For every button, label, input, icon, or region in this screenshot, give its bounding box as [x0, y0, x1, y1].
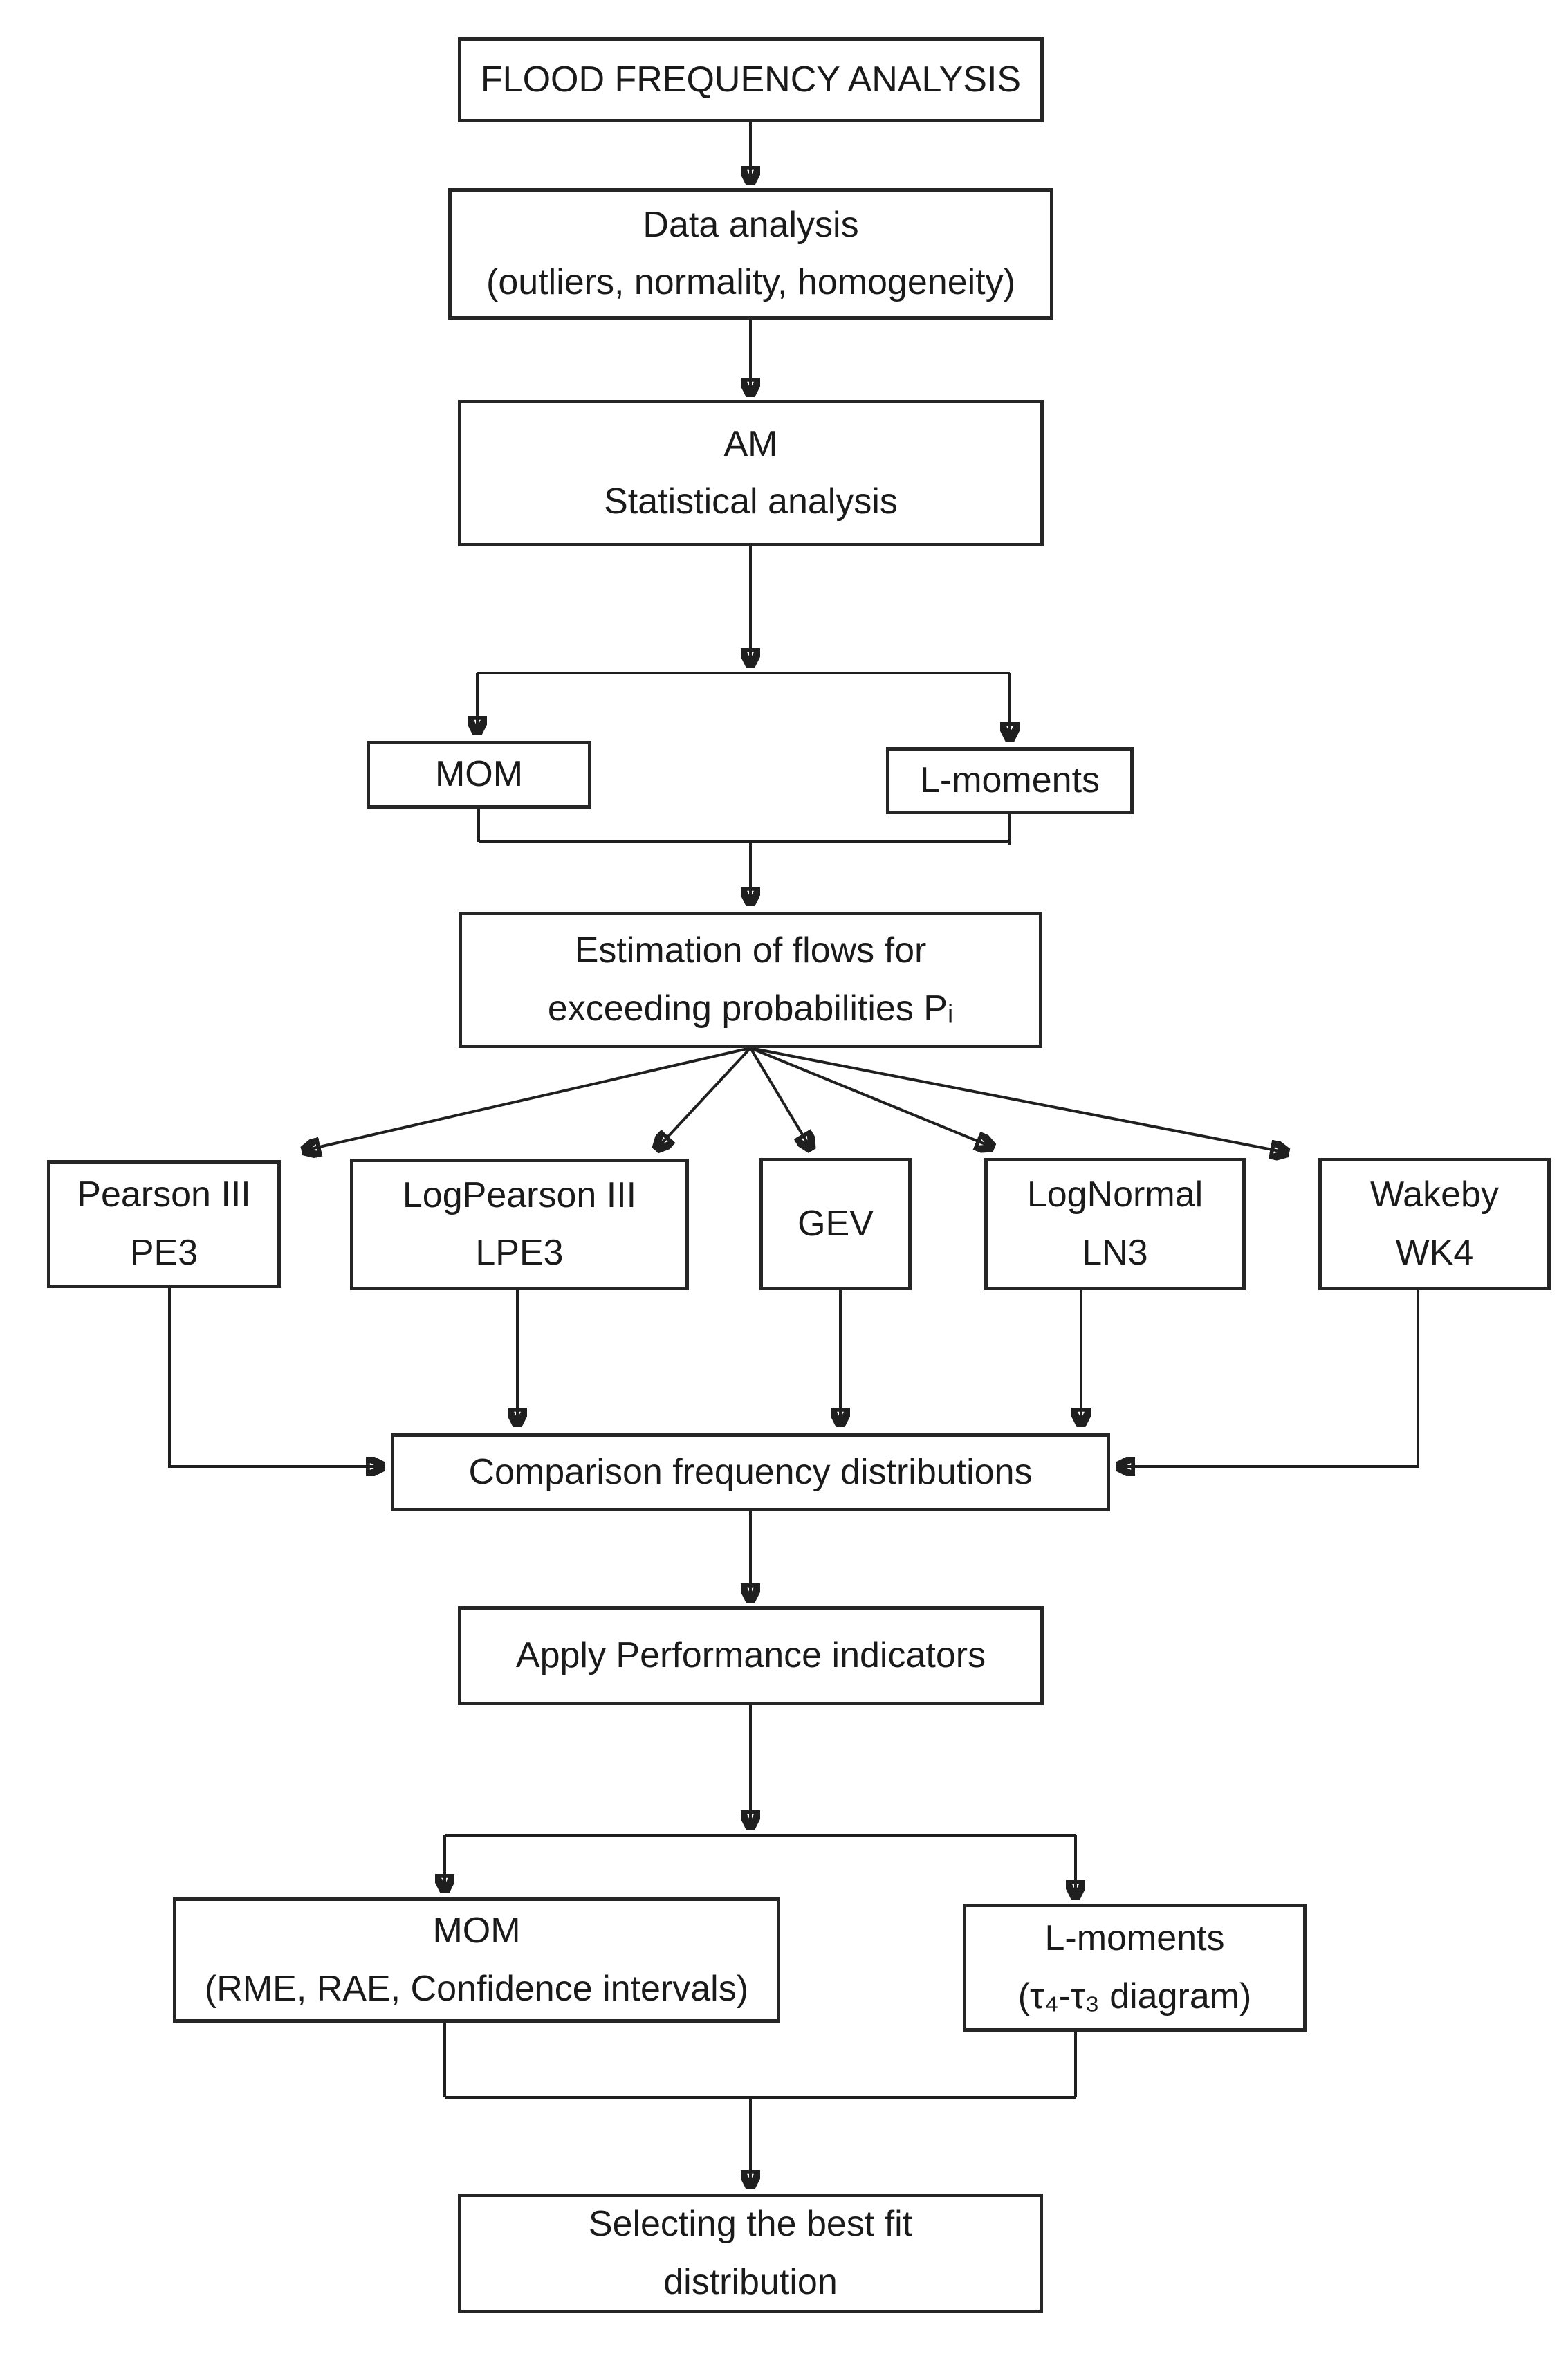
- node-selecting-best-fit: Selecting the best fit distribution: [458, 2194, 1043, 2313]
- node-label: LogNormal: [1026, 1175, 1203, 1215]
- connector-fan-to-ln3: [750, 1047, 992, 1147]
- node-comparison-frequency-distributions: Comparison frequency distributions: [391, 1433, 1110, 1511]
- node-wakeby-wk4: Wakeby WK4: [1318, 1158, 1551, 1290]
- node-label: Comparison frequency distributions: [468, 1451, 1033, 1492]
- node-pearson-iii-pe3: Pearson III PE3: [47, 1160, 281, 1288]
- node-label: exceeding probabilities Pᵢ: [547, 988, 954, 1029]
- node-gev: GEV: [759, 1158, 912, 1290]
- node-label: MOM: [434, 754, 524, 795]
- node-label: Estimation of flows for: [574, 930, 927, 971]
- node-label: MOM: [432, 1911, 521, 1951]
- connector-wk4-elbow-to-comparison: [1118, 1290, 1419, 1466]
- node-am-statistical-analysis: AM Statistical analysis: [458, 400, 1044, 546]
- node-mom: MOM: [367, 741, 591, 809]
- node-label: WK4: [1395, 1232, 1474, 1273]
- node-label: LogPearson III: [402, 1175, 637, 1215]
- node-l-moments-performance: L-moments (τ₄-τ₃ diagram): [963, 1904, 1307, 2032]
- node-label: (τ₄-τ₃ diagram): [1017, 1976, 1252, 2016]
- node-label: AM: [723, 423, 778, 464]
- node-apply-performance-indicators: Apply Performance indicators: [458, 1606, 1044, 1705]
- node-label: distribution: [663, 2261, 838, 2302]
- node-label: Statistical analysis: [604, 481, 898, 522]
- node-estimation-of-flows: Estimation of flows for exceeding probab…: [459, 912, 1042, 1048]
- node-label: L-moments: [919, 760, 1100, 800]
- node-label: Apply Performance indicators: [515, 1635, 986, 1675]
- node-label: FLOOD FREQUENCY ANALYSIS: [480, 59, 1022, 100]
- node-logpearson-iii-lpe3: LogPearson III LPE3: [350, 1159, 689, 1290]
- node-label: PE3: [129, 1232, 199, 1273]
- node-label: Selecting the best fit: [588, 2204, 913, 2245]
- node-label: Pearson III: [77, 1175, 251, 1215]
- connector-pe3-elbow-to-comparison: [168, 1288, 382, 1466]
- node-label: L-moments: [1044, 1918, 1225, 1959]
- node-label: Wakeby: [1370, 1175, 1499, 1215]
- node-lognormal-ln3: LogNormal LN3: [984, 1158, 1246, 1290]
- connector-fan-to-lpe3: [657, 1047, 752, 1148]
- connector-fan-to-pe3: [304, 1047, 751, 1150]
- node-flood-frequency-analysis: FLOOD FREQUENCY ANALYSIS: [458, 37, 1044, 122]
- node-l-moments: L-moments: [886, 747, 1134, 814]
- node-label: (RME, RAE, Confidence intervals): [204, 1968, 749, 2009]
- node-data-analysis: Data analysis (outliers, normality, homo…: [448, 188, 1053, 320]
- node-label: GEV: [797, 1203, 874, 1244]
- connector-fan-to-wk4: [750, 1047, 1286, 1152]
- connector-fan-to-gev: [749, 1047, 811, 1148]
- node-label: LPE3: [475, 1233, 564, 1273]
- node-label: Data analysis: [643, 204, 859, 245]
- node-label: LN3: [1082, 1232, 1148, 1273]
- node-label: (outliers, normality, homogeneity): [486, 262, 1015, 302]
- node-mom-performance: MOM (RME, RAE, Confidence intervals): [173, 1897, 780, 2023]
